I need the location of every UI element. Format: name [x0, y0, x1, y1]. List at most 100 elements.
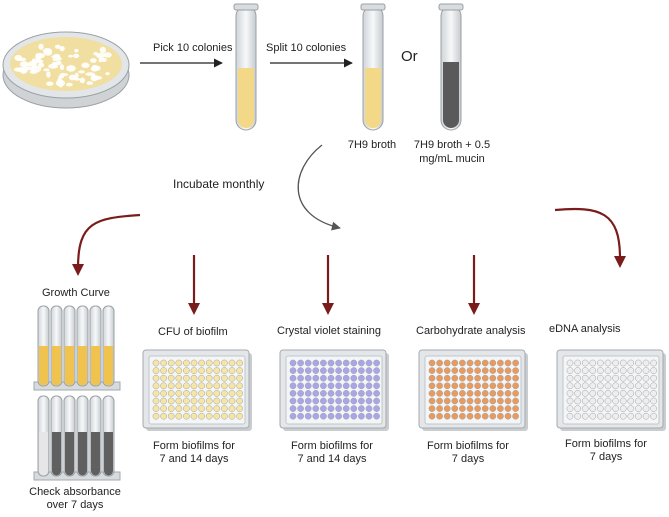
well — [312, 359, 320, 367]
well — [335, 405, 342, 412]
well — [497, 367, 504, 374]
well — [297, 359, 304, 367]
well — [228, 367, 236, 374]
tube-liquid — [104, 346, 113, 386]
well — [297, 397, 304, 405]
well — [512, 382, 519, 390]
well — [373, 412, 380, 420]
colony — [65, 82, 73, 87]
well — [167, 359, 175, 367]
well — [183, 397, 190, 405]
well — [221, 412, 228, 420]
well — [365, 382, 373, 390]
well — [190, 412, 198, 420]
well — [619, 359, 627, 367]
well — [236, 412, 243, 420]
well — [627, 359, 635, 367]
well — [289, 412, 297, 420]
well — [443, 405, 451, 412]
colony — [91, 64, 99, 72]
well — [443, 382, 451, 390]
colony — [74, 48, 79, 53]
well — [443, 374, 451, 382]
colonies — [13, 43, 112, 88]
well — [619, 390, 627, 397]
tube-liquid — [65, 432, 74, 476]
well — [650, 390, 657, 397]
well — [589, 359, 597, 367]
well — [443, 359, 451, 367]
well — [574, 405, 581, 412]
well — [289, 405, 297, 412]
well — [604, 367, 612, 374]
well — [436, 412, 443, 420]
well — [619, 367, 627, 374]
well — [373, 374, 380, 382]
well — [175, 397, 183, 405]
well — [612, 412, 619, 420]
well — [160, 382, 167, 390]
well — [504, 412, 512, 420]
well — [481, 405, 489, 412]
well — [604, 390, 612, 397]
well — [566, 390, 574, 397]
well — [213, 390, 221, 397]
colony — [35, 53, 40, 60]
well — [221, 374, 228, 382]
pick-colonies-label: Pick 10 colonies — [153, 42, 233, 54]
well — [504, 405, 512, 412]
cfu-title: CFU of biofilm — [158, 326, 228, 338]
well — [221, 405, 228, 412]
well — [466, 390, 474, 397]
well — [335, 374, 342, 382]
well — [489, 359, 497, 367]
crystal-violet-well-plate — [279, 349, 389, 431]
well — [466, 405, 474, 412]
well — [504, 359, 512, 367]
well — [205, 405, 213, 412]
well — [589, 382, 597, 390]
well — [489, 405, 497, 412]
crystal-violet-title: Crystal violet staining — [277, 325, 381, 337]
broth-label: 7H9 broth — [347, 139, 397, 151]
well — [342, 367, 350, 374]
well — [358, 390, 365, 397]
well — [451, 412, 459, 420]
well — [597, 390, 604, 397]
colony — [43, 68, 50, 72]
well — [342, 374, 350, 382]
well — [373, 397, 380, 405]
well — [604, 359, 612, 367]
well — [289, 397, 297, 405]
well — [152, 367, 160, 374]
well — [190, 397, 198, 405]
well — [497, 374, 504, 382]
well — [443, 412, 451, 420]
well — [350, 374, 358, 382]
well — [350, 390, 358, 397]
well — [466, 367, 474, 374]
well — [566, 397, 574, 405]
well — [304, 405, 312, 412]
well — [198, 374, 205, 382]
red-arrows — [72, 207, 626, 315]
well — [205, 412, 213, 420]
well — [428, 359, 436, 367]
well — [327, 367, 335, 374]
well — [152, 374, 160, 382]
well — [459, 382, 466, 390]
well — [198, 359, 205, 367]
well — [320, 374, 327, 382]
well — [358, 382, 365, 390]
well — [365, 374, 373, 382]
well — [650, 382, 657, 390]
well — [574, 382, 581, 390]
well — [574, 412, 581, 420]
well — [320, 390, 327, 397]
well — [358, 374, 365, 382]
well — [373, 390, 380, 397]
well — [497, 390, 504, 397]
well — [289, 367, 297, 374]
mucin-tube — [438, 3, 464, 131]
well — [650, 367, 657, 374]
